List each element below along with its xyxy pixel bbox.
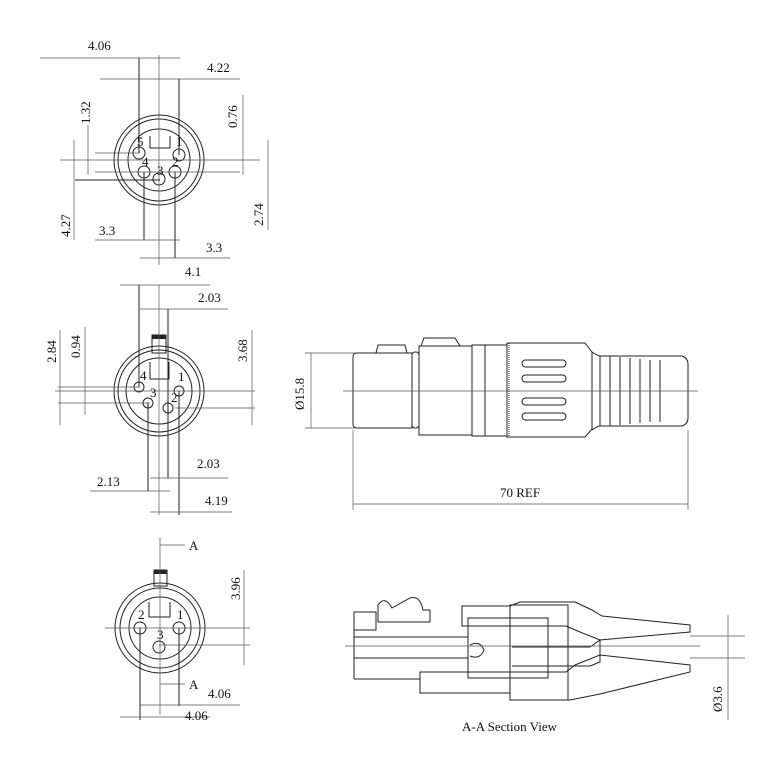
- pin-number: 4: [140, 368, 147, 383]
- dimension-label: 3.68: [235, 339, 250, 362]
- dimension-label: 4.06: [88, 38, 111, 53]
- dimension-label: 0.94: [68, 335, 83, 358]
- dimension-label: 1.32: [78, 101, 93, 124]
- dimension-label: 3.3: [99, 223, 115, 238]
- side-view: Ø15.8 70 REF: [292, 337, 698, 510]
- pin-number: 1: [177, 607, 184, 622]
- three-pin-front-view: 1 2 3 A A 3.96 4.06 4.06: [105, 537, 250, 723]
- pin-number: 1: [178, 369, 185, 384]
- section-view-title: A-A Section View: [462, 719, 558, 734]
- dimension-label: 4.22: [207, 60, 230, 75]
- length-label: 70 REF: [500, 485, 540, 500]
- nut-grips: [521, 359, 567, 421]
- dimension-label: 2.03: [198, 290, 221, 305]
- section-marker: A: [189, 677, 199, 692]
- dimension-label: 0.76: [225, 105, 240, 128]
- section-view: A-A Section View Ø3.6: [345, 597, 745, 734]
- pin-number: 1: [176, 134, 183, 149]
- pin-number: 4: [142, 154, 149, 169]
- pin-number: 2: [138, 607, 145, 622]
- four-pin-front-view: 1 2 3 4 4.1 2.03 2.84 0.94 3.68 2.03 2.1…: [44, 264, 255, 515]
- dimension-label: 4.19: [205, 493, 228, 508]
- pin-number: 3: [157, 627, 164, 642]
- five-pin-front-view: 1 2 3 4 5 4.06 4.22 1.32 0.76 4.27 3.3 2…: [40, 38, 269, 265]
- dimension-label: 4.06: [185, 708, 208, 723]
- dimension-label: 2.13: [97, 474, 120, 489]
- dimension-label: 4.1: [185, 264, 201, 279]
- dimension-label: 4.27: [58, 214, 73, 237]
- dimension-label: 4.06: [208, 686, 231, 701]
- pin-number: 3: [150, 385, 157, 400]
- dimension-label: 2.03: [197, 456, 220, 471]
- pin-number: 5: [137, 134, 144, 149]
- pin-number: 2: [172, 154, 179, 169]
- diameter-label: Ø3.6: [710, 686, 725, 712]
- dimension-label: 3.96: [228, 577, 243, 600]
- pin-number: 2: [171, 390, 178, 405]
- section-marker: A: [189, 538, 199, 553]
- dimension-label: 2.74: [251, 203, 266, 226]
- dimension-label: 2.84: [44, 340, 59, 363]
- diameter-label: Ø15.8: [292, 378, 307, 410]
- dimension-label: 3.3: [206, 240, 222, 255]
- pin-number: 3: [157, 163, 164, 178]
